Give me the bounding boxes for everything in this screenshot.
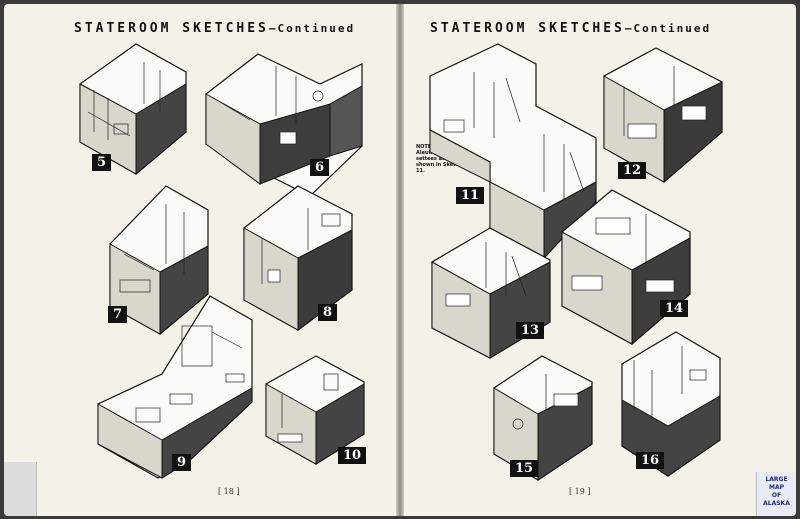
sketch-number-5: 5 [92, 154, 112, 171]
sketch-number-13: 13 [516, 322, 545, 339]
stateroom-sketch-8 [243, 185, 353, 331]
stateroom-sketch-16 [621, 331, 721, 477]
right-page-header: STATEROOM SKETCHES—Continued [430, 21, 712, 36]
sketch-number-12: 12 [618, 162, 647, 179]
sketch-number-6: 6 [310, 159, 330, 176]
sketch-number-7: 7 [108, 306, 128, 323]
sketch-number-14: 14 [660, 300, 689, 317]
stateroom-sketch-14 [561, 189, 691, 346]
stateroom-sketch-13 [431, 227, 551, 359]
left-page-header: STATEROOM SKETCHES—Continued [74, 21, 356, 36]
sketch-number-16: 16 [636, 452, 665, 469]
left-edge-tab [4, 462, 37, 516]
left-page: STATEROOM SKETCHES—Continued 5 [4, 4, 396, 516]
sketch-number-8: 8 [318, 304, 338, 321]
right-page-number: [ 19 ] [569, 487, 591, 496]
sketch-number-9: 9 [172, 454, 192, 471]
sketch-number-10: 10 [338, 447, 367, 464]
sketch-number-11: 11 [456, 187, 485, 204]
stateroom-sketch-11 [429, 43, 597, 260]
stateroom-sketch-15 [493, 355, 593, 481]
large-map-of-alaska-tab[interactable]: LARGE MAP OF ALASKA [756, 472, 796, 516]
right-page: STATEROOM SKETCHES—Continued NOTE: On SS… [404, 4, 796, 516]
stateroom-sketch-5 [79, 43, 187, 176]
book-gutter [396, 4, 404, 516]
stateroom-sketch-12 [603, 47, 723, 184]
left-page-number: [ 18 ] [218, 487, 240, 496]
stateroom-sketch-10 [265, 355, 365, 465]
sketch-number-15: 15 [510, 460, 539, 477]
